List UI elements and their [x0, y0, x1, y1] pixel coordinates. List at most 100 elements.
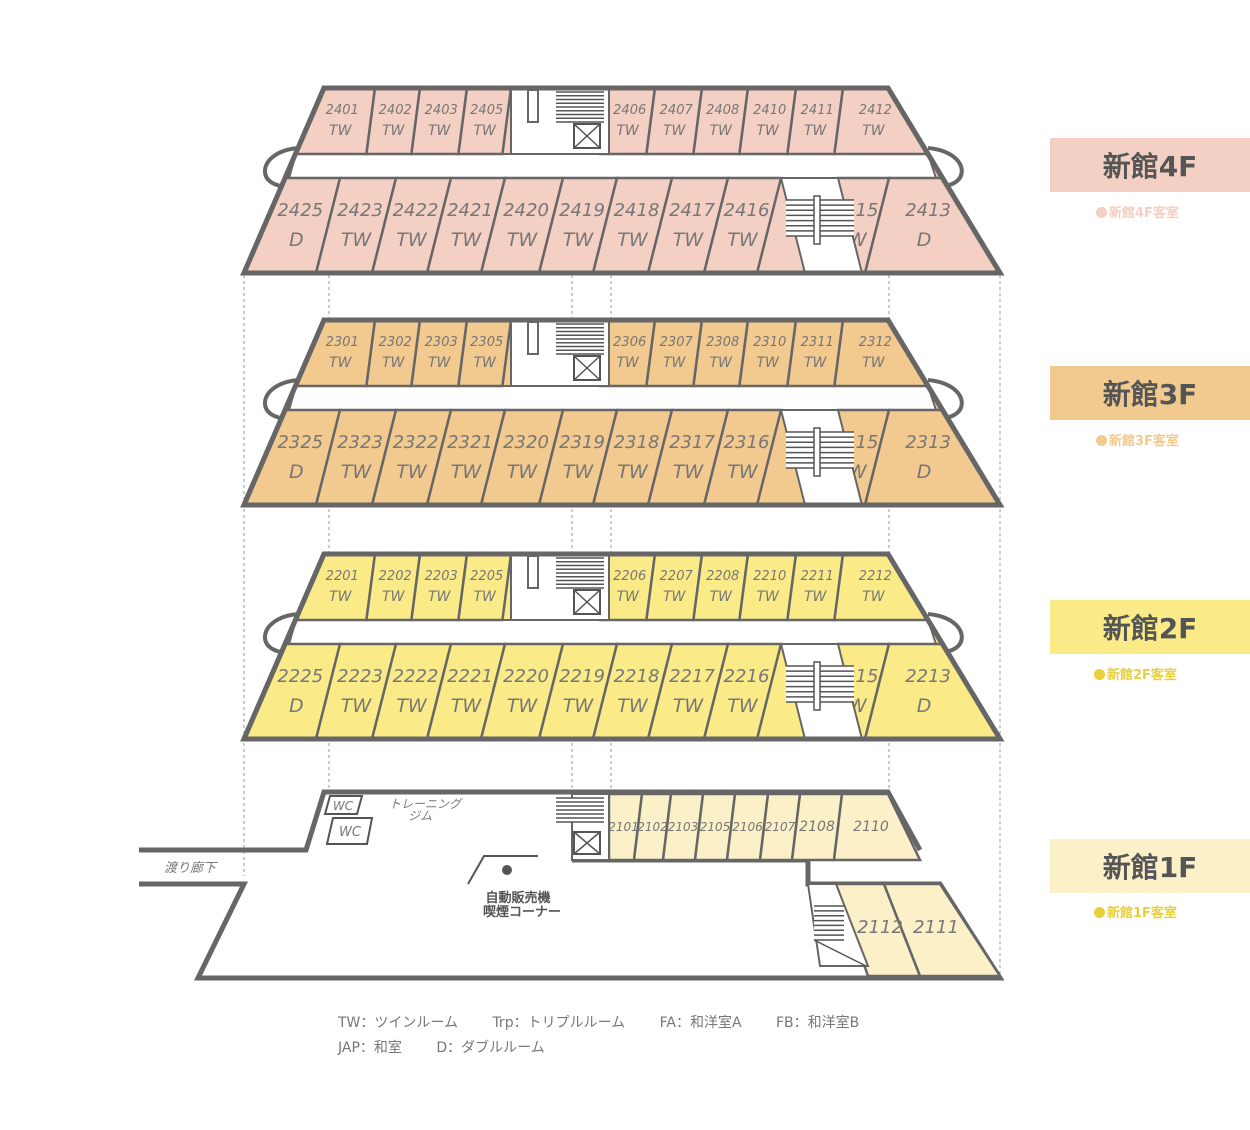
legend-4f-sub: 新館4F客室 — [1096, 202, 1179, 221]
room-number: 2416 — [724, 200, 770, 221]
room-number: 2303 — [425, 335, 458, 350]
room-type: D — [289, 229, 304, 251]
room-type: TW — [804, 589, 828, 605]
stairs-icon — [556, 323, 604, 355]
vending-corner — [467, 855, 538, 885]
room-type: TW — [341, 695, 373, 717]
room-number: 2425 — [277, 200, 323, 221]
stairs-icon — [820, 199, 854, 237]
room-number: 2413 — [905, 200, 951, 221]
room-type-key-line-2: JAP：和室 D：ダブルルーム — [338, 1037, 575, 1057]
room-2305 — [456, 318, 513, 388]
legend-4f-title: 新館4F — [1102, 150, 1198, 183]
room-2405 — [456, 86, 513, 156]
room-number: 2211 — [801, 569, 834, 584]
room-2212 — [832, 552, 931, 622]
legend-2f-dot — [1094, 669, 1105, 680]
room-type: TW — [804, 123, 828, 139]
room-number: 2411 — [801, 103, 834, 118]
room-number: 2302 — [379, 335, 412, 350]
legend-1f: 新館1F — [1050, 839, 1250, 893]
room-type: TW — [507, 229, 539, 251]
room-2413 — [863, 176, 1003, 275]
room-number: 2101 — [608, 820, 639, 834]
corridor — [287, 385, 938, 411]
room-type: TW — [382, 355, 406, 371]
walkway-label: 渡り廊下 — [164, 861, 218, 876]
legend-3f-sub: 新館3F客室 — [1096, 430, 1179, 449]
room-type: TW — [710, 355, 734, 371]
room-type: TW — [862, 355, 886, 371]
room-number: 2410 — [753, 103, 786, 118]
room-number: 2308 — [706, 335, 739, 350]
room-number: 2207 — [660, 569, 694, 584]
room-number: 2216 — [724, 666, 770, 687]
legend-2f: 新館2F — [1050, 600, 1250, 654]
legend-2f-sub-text: 新館2F客室 — [1107, 668, 1177, 683]
legend-3f-dot — [1096, 435, 1107, 446]
room-type: D — [917, 229, 932, 251]
room-number: 2111 — [913, 917, 959, 938]
stairs-icon — [786, 199, 814, 237]
room-number: 2107 — [765, 820, 796, 834]
room-type: TW — [617, 461, 649, 483]
room-type: TW — [396, 229, 428, 251]
room-2110 — [832, 792, 922, 862]
floor-1-wall-upper — [139, 789, 923, 853]
room-number: 2320 — [503, 432, 549, 453]
room-type: TW — [563, 461, 595, 483]
stairs-icon — [820, 431, 854, 469]
key-d: D：ダブルルーム — [436, 1040, 545, 1056]
legend-4f: 新館4F — [1050, 138, 1250, 192]
room-number: 2412 — [859, 103, 892, 118]
room-number: 2301 — [326, 335, 359, 350]
room-type: TW — [451, 229, 483, 251]
room-number: 2419 — [559, 200, 605, 221]
gym-label: トレーニング — [389, 797, 463, 811]
room-number: 2321 — [447, 432, 493, 453]
wc-icon: WC — [325, 817, 374, 845]
room-number: 2218 — [614, 666, 660, 687]
room-number: 2323 — [337, 432, 383, 453]
room-number: 2313 — [905, 432, 951, 453]
legend-3f: 新館3F — [1050, 366, 1250, 420]
stairs-icon — [814, 905, 844, 941]
key-jap: JAP：和室 — [338, 1040, 402, 1056]
key-tw: TW：ツインルーム — [338, 1015, 458, 1031]
room-number: 2307 — [660, 335, 694, 350]
room-type: TW — [757, 589, 781, 605]
vending-dot — [502, 865, 512, 875]
room-number: 2311 — [801, 335, 834, 350]
legend-4f-dot — [1096, 207, 1107, 218]
room-number: 2225 — [277, 666, 323, 687]
room-type: TW — [382, 123, 406, 139]
legend-3f-sub-text: 新館3F客室 — [1109, 434, 1179, 449]
room-type: TW — [617, 355, 641, 371]
room-number: 2407 — [660, 103, 694, 118]
room-type: D — [917, 461, 932, 483]
room-type: TW — [617, 695, 649, 717]
key-fb: FB：和洋室B — [775, 1015, 860, 1031]
room-number: 2405 — [470, 103, 503, 118]
room-number: 2213 — [905, 666, 951, 687]
room-type: TW — [757, 355, 781, 371]
room-number: 2210 — [753, 569, 786, 584]
room-number: 2318 — [614, 432, 660, 453]
stairs-icon — [556, 557, 604, 589]
room-number: 2102 — [637, 820, 668, 834]
room-number: 2217 — [669, 666, 715, 687]
room-number: 2401 — [326, 103, 359, 118]
room-type: D — [289, 695, 304, 717]
room-number: 2422 — [393, 200, 439, 221]
room-number: 2325 — [277, 432, 323, 453]
stairs-icon — [786, 431, 814, 469]
room-type: TW — [727, 461, 759, 483]
room-number: 2310 — [753, 335, 786, 350]
room-type: TW — [341, 461, 373, 483]
room-number: 2203 — [425, 569, 458, 584]
room-type: TW — [396, 695, 428, 717]
room-number: 2103 — [668, 820, 699, 834]
key-trp: Trp：トリプルルーム — [492, 1015, 626, 1031]
room-type: TW — [474, 589, 498, 605]
floor-f4: 2401TW2402TW2403TW2405TW2406TW2407TW2408… — [240, 85, 1005, 276]
